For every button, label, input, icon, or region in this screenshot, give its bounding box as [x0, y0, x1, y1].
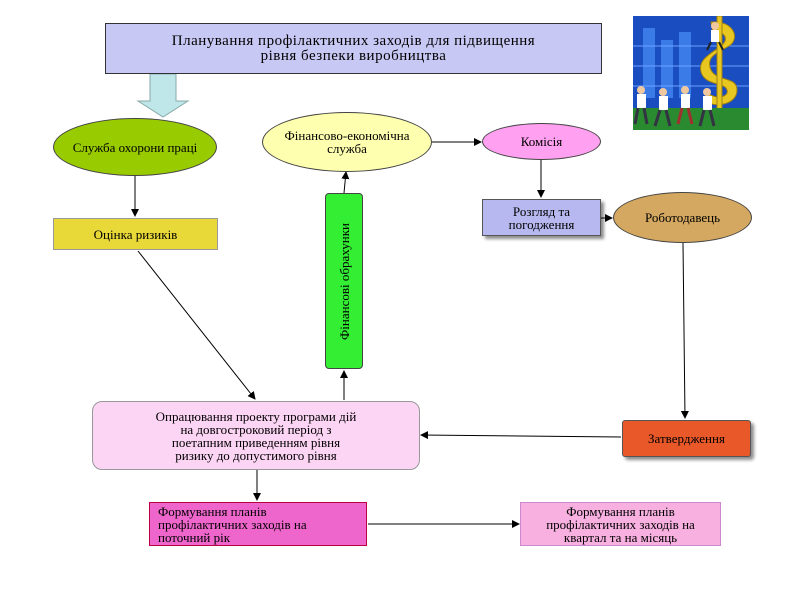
- node-finance-economic-service: Фінансово-економічна служба: [262, 112, 432, 172]
- node-plans-quarter-month: Формування планів профілактичних заходів…: [520, 502, 721, 546]
- diagram-title: Планування профілактичних заходів для пі…: [105, 23, 602, 74]
- node-risk-assessment: Оцінка ризиків: [53, 218, 218, 250]
- node-employer: Роботодавець: [613, 192, 752, 243]
- connector-employer-approval: [680, 242, 689, 419]
- node-financial-calculations: Фінансові обрахунки: [325, 193, 363, 369]
- connector-approval-project: [420, 431, 622, 440]
- business-people-dollar-clipart: [633, 16, 749, 130]
- node-review-approval: Розгляд та погодження: [482, 199, 601, 236]
- title-block-arrow: [136, 73, 190, 118]
- node-plans-current-year: Формування планів профілактичних заходів…: [149, 502, 367, 546]
- node-commission: Комісія: [482, 123, 601, 160]
- connector-risk-project: [137, 250, 256, 400]
- node-project-development: Опрацювання проекту програми дій на довг…: [92, 401, 420, 470]
- node-financial-calculations-label: Фінансові обрахунки: [336, 222, 352, 340]
- connector-fincalc-finservice: [341, 171, 350, 194]
- node-approval: Затвердження: [622, 420, 751, 457]
- node-labor-safety-service: Служба охорони праці: [53, 118, 217, 176]
